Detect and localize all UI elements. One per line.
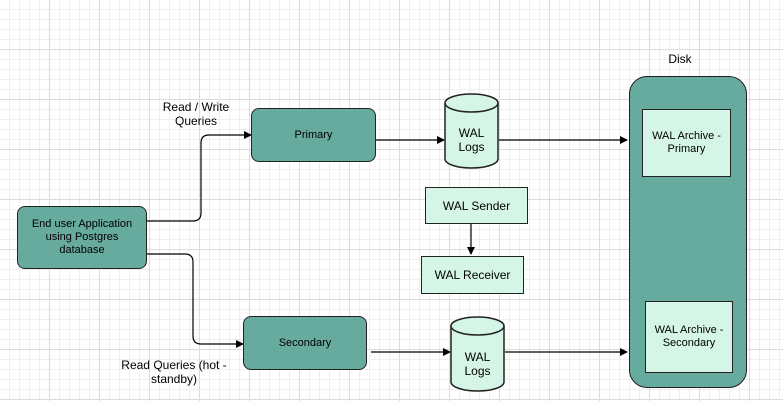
wal-receiver-box[interactable]: WAL Receiver [421, 256, 524, 294]
primary-label: Primary [294, 128, 333, 141]
disk-label: Disk [668, 52, 692, 66]
wal-archive-secondary-box[interactable]: WAL Archive - Secondary [645, 301, 733, 373]
database-cylinder-icon [444, 93, 499, 169]
wal-logs-primary-cylinder[interactable]: WAL Logs [444, 93, 499, 170]
database-cylinder-icon [450, 316, 505, 392]
primary-box[interactable]: Primary [251, 108, 376, 162]
wal-sender-box[interactable]: WAL Sender [425, 187, 528, 224]
end-user-application-label: End user Application using Postgres data… [31, 218, 133, 256]
edge-app-to-primary [147, 131, 252, 222]
read-write-queries-label: Read / Write Queries [162, 100, 230, 128]
wal-logs-primary-label: WAL Logs [458, 126, 485, 154]
end-user-application-box[interactable]: End user Application using Postgres data… [17, 206, 147, 269]
secondary-box[interactable]: Secondary [243, 316, 367, 370]
wal-archive-secondary-label: WAL Archive - Secondary [654, 324, 724, 349]
secondary-label: Secondary [278, 336, 332, 349]
wal-logs-secondary-cylinder[interactable]: WAL Logs [450, 316, 505, 393]
read-queries-label: Read Queries (hot - standby) [121, 358, 227, 386]
wal-archive-primary-label: WAL Archive - Primary [652, 130, 721, 155]
edge-app-to-secondary [147, 253, 244, 348]
wal-sender-label: WAL Sender [442, 198, 511, 213]
wal-archive-primary-box[interactable]: WAL Archive - Primary [642, 109, 731, 177]
wal-logs-secondary-label: WAL Logs [464, 350, 491, 378]
wal-receiver-label: WAL Receiver [434, 268, 511, 282]
